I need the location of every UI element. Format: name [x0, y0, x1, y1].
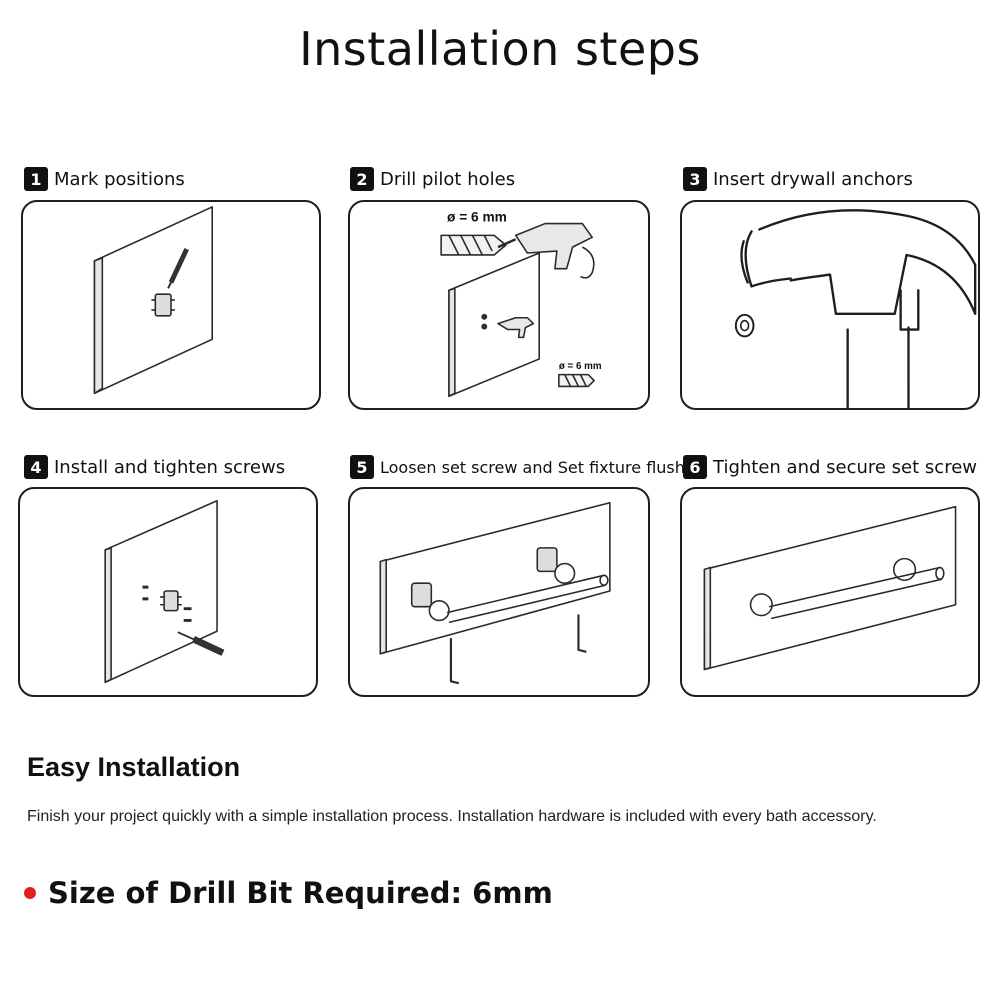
bracket-left-icon [410, 582, 433, 608]
step-4-panel [18, 487, 318, 697]
pilot-holes [481, 313, 488, 330]
step-3-number: 3 [683, 167, 707, 191]
drill-size-label-small: ø = 6 mm [559, 361, 602, 372]
step-1-number: 1 [24, 167, 48, 191]
requirement-text: Size of Drill Bit Required: 6mm [48, 876, 553, 910]
step-6-heading: 6 Tighten and secure set screw [683, 453, 977, 481]
step-5-number: 5 [350, 455, 374, 479]
step-2-label: Drill pilot holes [380, 168, 516, 190]
page-title: Installation steps [299, 22, 701, 76]
step-3-illustration [734, 209, 977, 408]
towel-bar-icon [428, 562, 609, 624]
bracket-right-icon [536, 547, 558, 573]
step-5-illustration [379, 501, 611, 685]
step-1-panel [21, 200, 321, 410]
step-5-heading: 5 Loosen set screw and Set fixture flush [350, 453, 685, 481]
drill-bit-requirement: Size of Drill Bit Required: 6mm [24, 876, 553, 910]
drill-bit-icon [440, 234, 507, 256]
step-6-illustration [703, 505, 957, 671]
bullet-dot-icon [24, 887, 36, 899]
step-3-heading: 3 Insert drywall anchors [683, 165, 913, 193]
drill-bit-small-icon [558, 373, 595, 388]
power-drill-icon [497, 222, 595, 279]
step-1-heading: 1 Mark positions [24, 165, 185, 193]
step-2-number: 2 [350, 167, 374, 191]
step-2-illustration: ø = 6 mm ø = 6 mm [440, 210, 602, 398]
step-6-label: Tighten and secure set screw [713, 456, 977, 478]
step-5-label: Loosen set screw and Set fixture flush [380, 457, 685, 477]
wall-panel [104, 499, 218, 684]
bracket-icon [151, 293, 175, 317]
step-4-heading: 4 Install and tighten screws [24, 453, 285, 481]
screwdriver-icon [177, 631, 225, 656]
step-1-label: Mark positions [54, 168, 185, 190]
step-6-panel [680, 487, 980, 697]
step-4-number: 4 [24, 455, 48, 479]
step-6-number: 6 [683, 455, 707, 479]
step-2-heading: 2 Drill pilot holes [350, 165, 515, 193]
section-subtitle: Easy Installation [27, 752, 241, 782]
mini-drill-icon [497, 316, 535, 339]
bracket-icon [160, 590, 182, 612]
screws-icon [142, 585, 192, 622]
pencil-icon [167, 248, 189, 289]
section-description: Finish your project quickly with a simpl… [27, 808, 877, 825]
wall-panel [703, 505, 957, 671]
step-5-panel [348, 487, 650, 697]
wall-panel [379, 501, 611, 655]
step-2-panel: ø = 6 mm ø = 6 mm [348, 200, 650, 410]
drywall-anchor-icon [734, 313, 755, 338]
step-1-illustration [93, 206, 213, 395]
towel-bar-icon [749, 557, 945, 620]
step-4-illustration [104, 499, 225, 684]
drill-size-label-large: ø = 6 mm [447, 210, 507, 225]
allen-key-icon [449, 614, 587, 685]
step-3-label: Insert drywall anchors [713, 168, 913, 190]
step-4-label: Install and tighten screws [54, 456, 286, 478]
step-3-panel [680, 200, 980, 410]
hammer-icon [740, 209, 977, 408]
